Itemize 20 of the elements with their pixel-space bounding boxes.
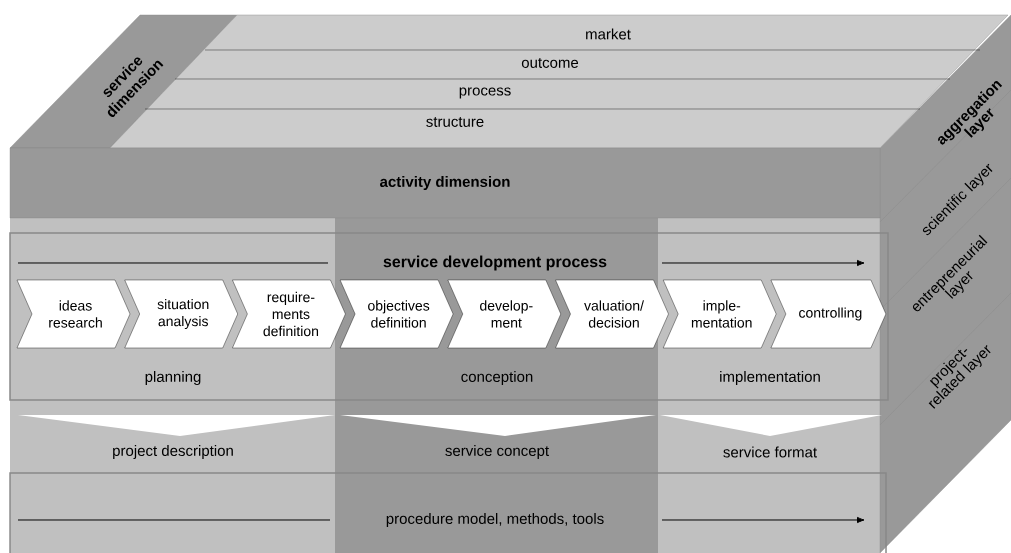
layer-label: process <box>459 87 511 99</box>
layer-label: outcome <box>521 58 579 68</box>
phase-label: implementation <box>720 371 820 385</box>
phase-label: planning <box>145 371 201 385</box>
layer-label: market <box>586 28 631 40</box>
chevron-step: objectives definition <box>339 279 454 349</box>
process-heading: service development process <box>383 255 607 271</box>
chevron-step: develop- ment <box>447 279 561 349</box>
phase-label: conception <box>461 371 533 385</box>
chevron-step: situation analysis <box>124 279 238 349</box>
result-label: project description <box>113 445 233 459</box>
chevron-step: ideas research <box>16 279 131 349</box>
chevron-step: require- ments definition <box>232 279 346 349</box>
chevron-step: controlling <box>770 279 887 349</box>
result-label: service concept <box>445 445 549 459</box>
layer-label: structure <box>426 117 484 127</box>
procedure-label: procedure model, methods, tools <box>386 513 604 527</box>
chevron-step: imple- mentation <box>663 279 777 349</box>
chevron-step: valuation/ decision <box>555 279 669 349</box>
result-label: service format <box>723 446 817 458</box>
